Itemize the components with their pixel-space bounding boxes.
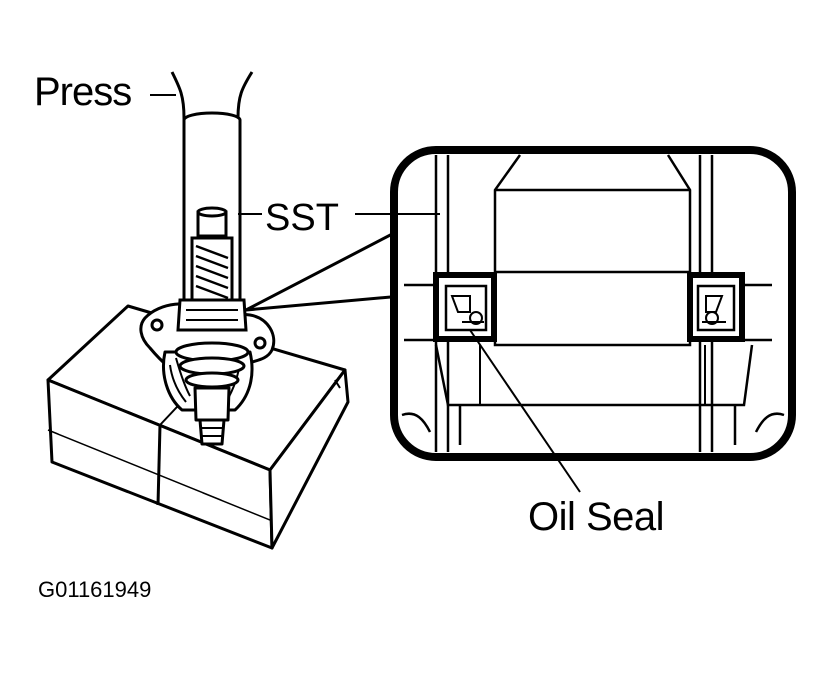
sst-label: SST [265,197,339,239]
callout-wedge [244,228,404,312]
oil-seal-left [433,272,497,342]
oil-seal-right [687,272,745,342]
press-ram [170,71,254,332]
oil-seal-label: Oil Seal [528,495,665,539]
figure-id: G01161949 [38,577,152,602]
leader-lines [150,94,262,215]
oil-seal-leader-line [469,329,581,493]
hub-housing [139,302,276,446]
press-label: Press [34,70,132,114]
